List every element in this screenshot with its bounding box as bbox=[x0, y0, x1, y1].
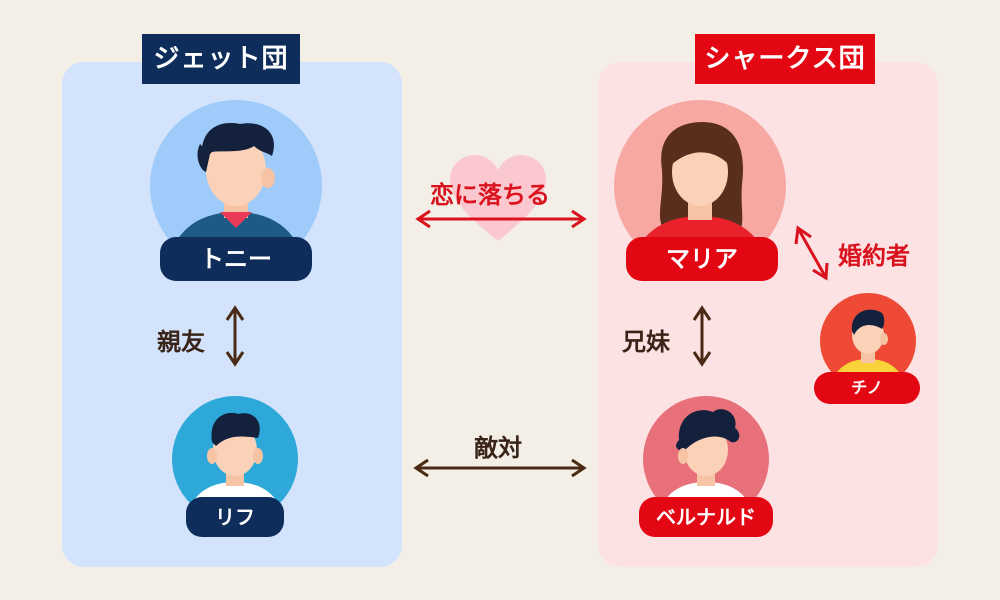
maria-name-label: マリア bbox=[626, 237, 778, 281]
best-friends-label: 親友 bbox=[157, 328, 205, 356]
enemies-label: 敵対 bbox=[474, 434, 522, 462]
chino-name-label: チノ bbox=[814, 372, 920, 404]
tony-name-label: トニー bbox=[160, 237, 312, 281]
siblings-label: 兄妹 bbox=[622, 328, 670, 356]
sharks-title: シャークス団 bbox=[695, 34, 875, 84]
riff-name-label: リフ bbox=[186, 497, 284, 537]
fiance-label: 婚約者 bbox=[838, 242, 910, 270]
jets-title: ジェット団 bbox=[142, 34, 300, 84]
bernardo-name-label: ベルナルド bbox=[639, 497, 773, 537]
love-label: 恋に落ちる bbox=[430, 181, 550, 209]
